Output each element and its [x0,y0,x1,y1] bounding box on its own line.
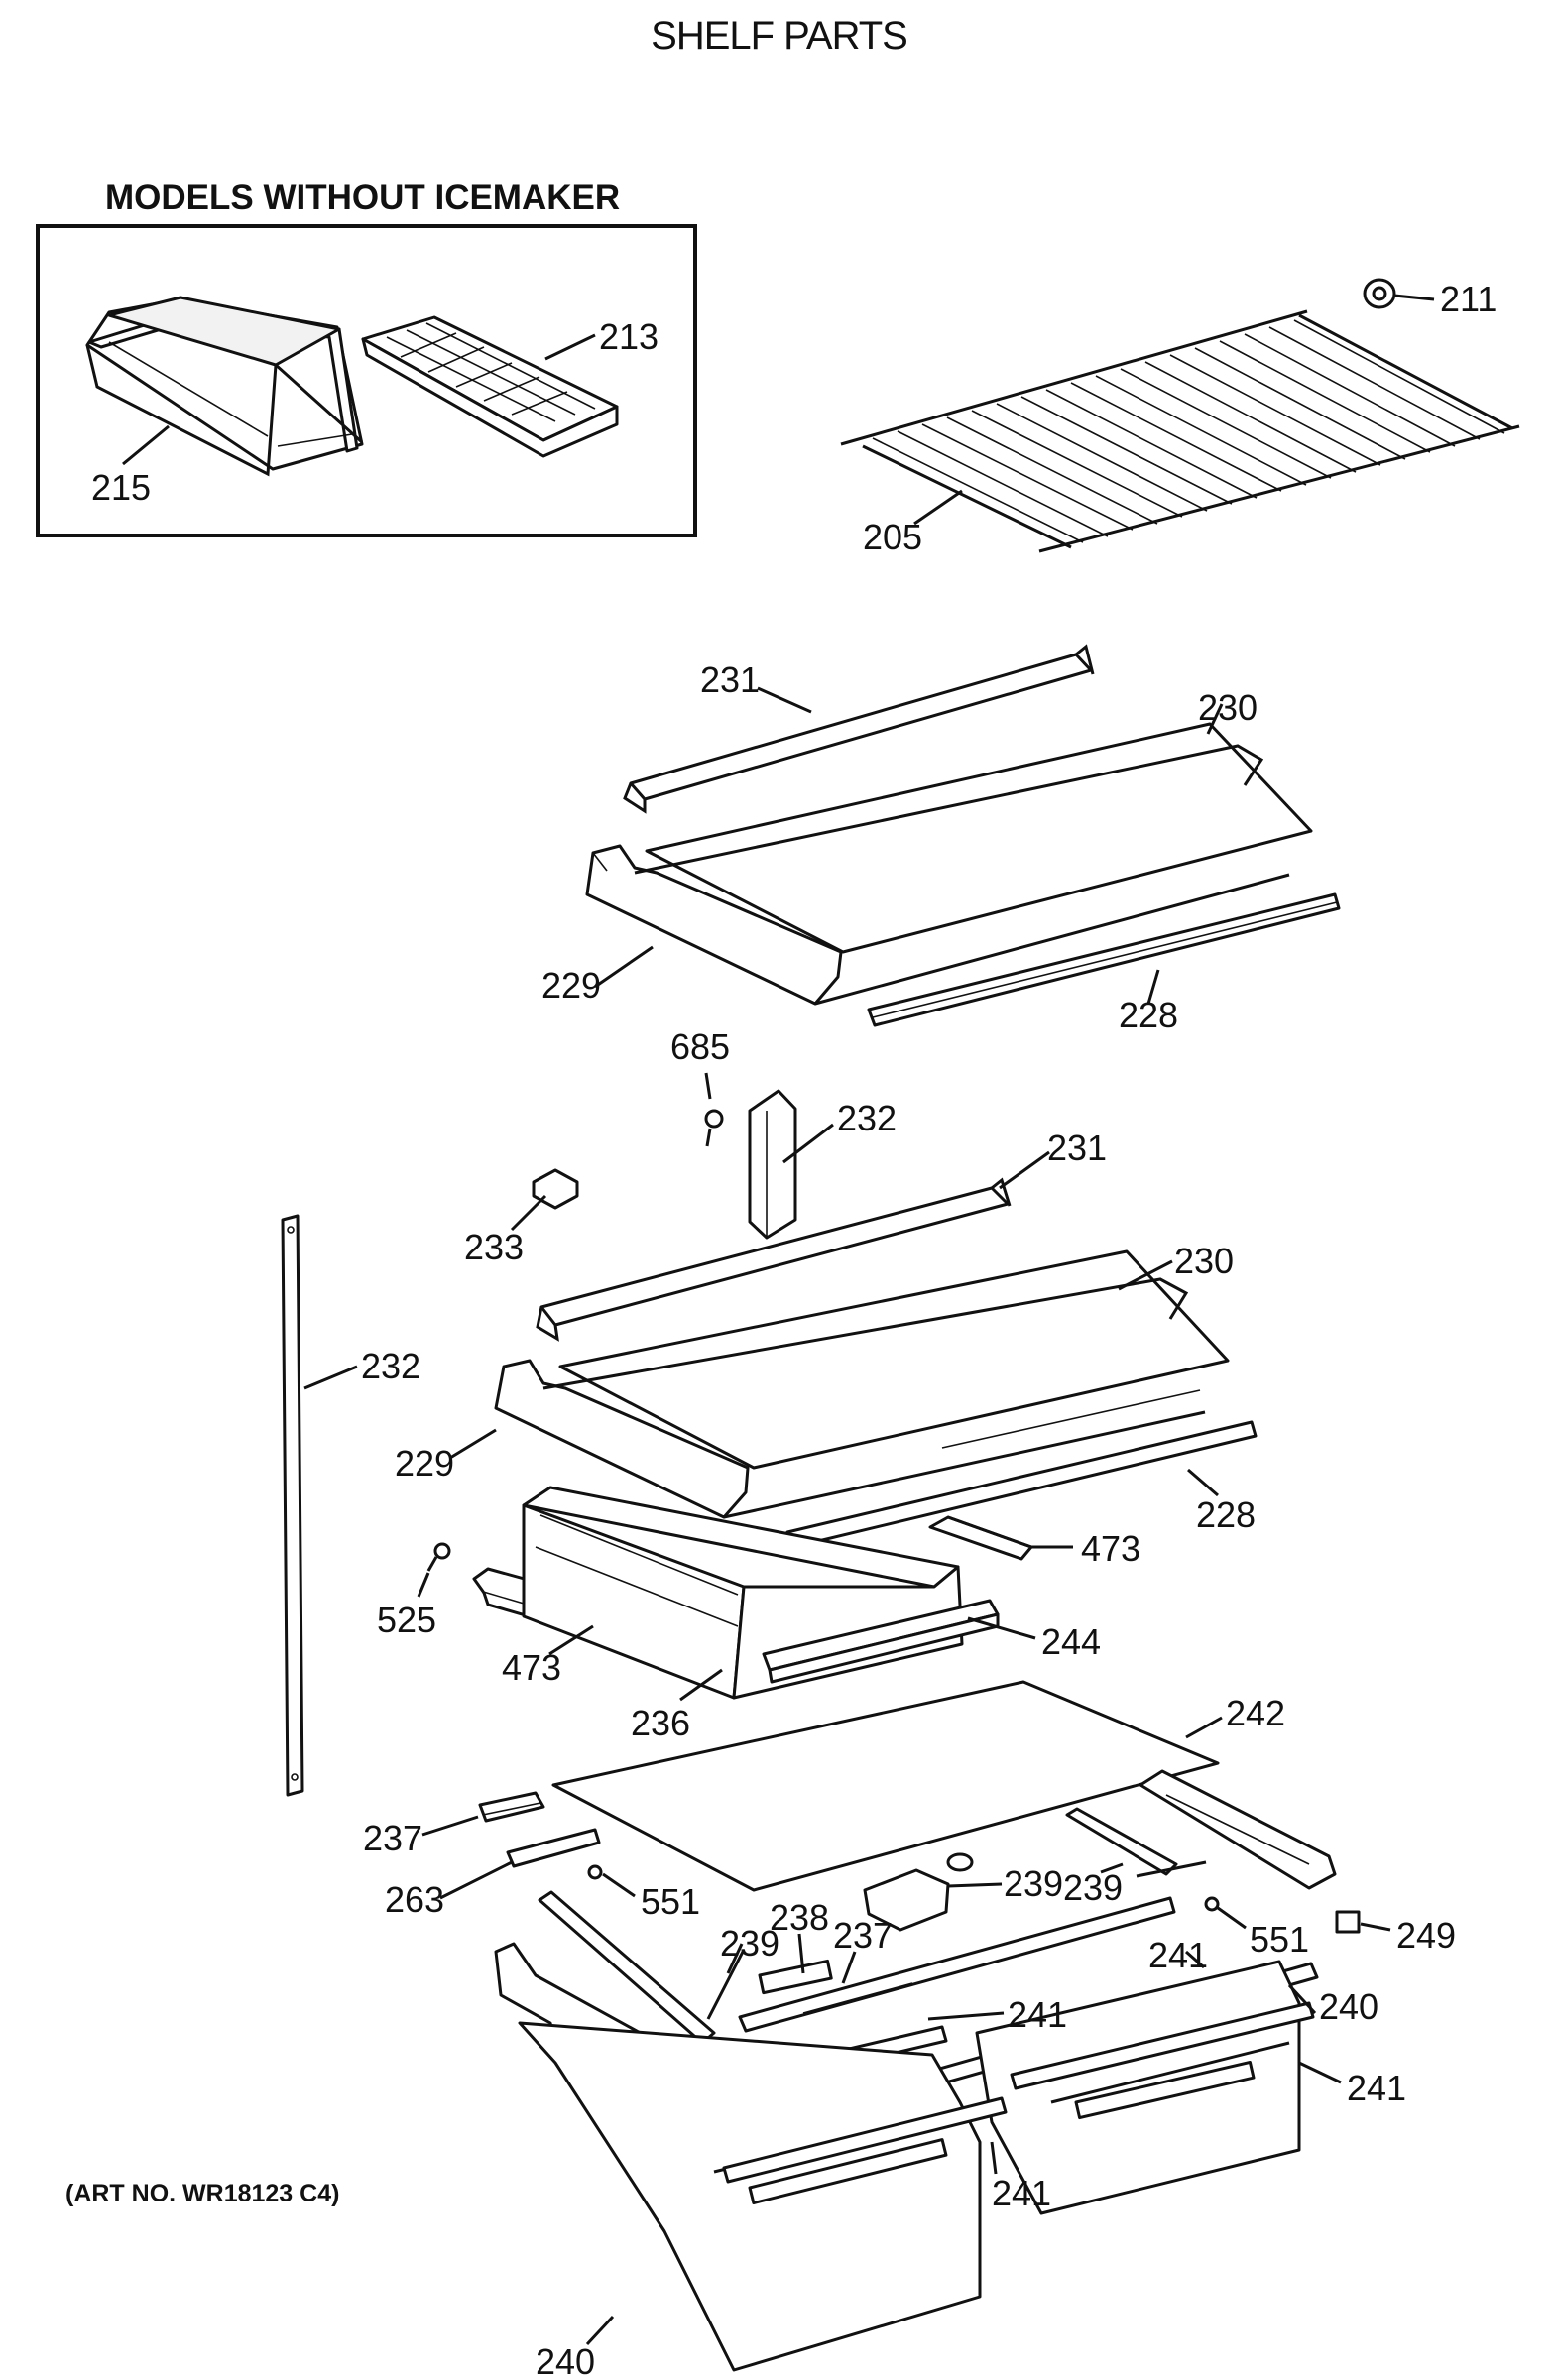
callout-237-front: 237 [833,1915,893,1956]
part-239-bracket [863,1852,974,1932]
leader-lines [122,294,1435,2346]
callout-228-middle: 228 [1196,1494,1256,1535]
callout-241-middle: 241 [1008,1994,1067,2035]
part-249-clip [1335,1910,1361,1934]
callout-685: 685 [670,1026,730,1067]
callout-205: 205 [863,517,922,557]
part-685-screw [704,1109,724,1147]
callout-213: 213 [599,316,659,357]
art-number: (ART NO. WR18123 C4) [65,2180,340,2207]
part-240-drawer-right [975,1960,1315,2215]
callout-231-upper: 231 [700,659,760,700]
part-244-trim [762,1599,1000,1684]
callout-241-lower: 241 [992,2173,1051,2213]
callout-242: 242 [1226,1693,1285,1733]
part-232-rail-short [748,1089,797,1240]
callout-239-left: 239 [720,1923,779,1964]
callout-233: 233 [464,1227,524,1267]
part-237-support-front [738,1896,1176,2033]
part-228-rear-rail-upper [867,892,1341,1027]
part-239-rail-left [538,1890,716,2045]
part-239-strip [1065,1807,1178,1876]
callout-241-upper: 241 [1148,1935,1208,1975]
part-229-shelf-frame-upper [585,744,1290,1006]
callout-551-left: 551 [641,1881,700,1922]
part-242-glass [551,1680,1220,1892]
part-231-front-trim-upper [623,644,1095,814]
part-525-screw [426,1542,451,1572]
part-205-wire-shelf [840,309,1520,553]
callout-263: 263 [385,1879,444,1920]
part-229-shelf-frame-middle [494,1277,1206,1519]
page-title: SHELF PARTS [651,14,908,58]
callout-230-middle: 230 [1174,1241,1234,1281]
callout-240-right: 240 [1319,1986,1378,2027]
callout-211: 211 [1440,279,1497,319]
part-240-drawer-left [518,2021,1008,2372]
part-232-rail-long [281,1214,304,1797]
callout-249: 249 [1396,1915,1456,1956]
callout-551-right: 551 [1250,1919,1309,1960]
callout-239-right: 239 [1063,1867,1123,1908]
part-215-bin [85,296,364,477]
callout-229-upper: 229 [541,965,601,1006]
part-230-glass-middle [558,1250,1230,1470]
callout-229-middle: 229 [395,1443,454,1484]
inset-title: MODELS WITHOUT ICEMAKER [105,178,621,217]
callout-240-left: 240 [536,2341,595,2380]
callout-236: 236 [631,1703,690,1743]
callout-244: 244 [1041,1621,1101,1662]
part-frame-right [1139,1769,1337,1890]
callout-228-upper: 228 [1119,995,1178,1035]
callout-230-upper: 230 [1198,687,1258,728]
callout-239-center: 239 [1004,1863,1063,1904]
callout-473-right: 473 [1081,1528,1140,1569]
callout-215: 215 [91,467,151,508]
callout-241-right: 241 [1347,2068,1406,2108]
callout-232-long: 232 [361,1346,420,1386]
part-473-slide-right [928,1515,1033,1561]
part-230-glass-upper [645,722,1313,954]
callout-525: 525 [377,1600,436,1640]
part-551-screw-right [1204,1896,1220,1912]
part-237-support-left [478,1791,545,1823]
part-211-bumper [1363,278,1396,309]
part-213-ice-tray [361,315,619,458]
callout-238: 238 [770,1897,829,1938]
callout-237-left: 237 [363,1818,422,1858]
callout-232-short: 232 [837,1098,897,1138]
inset-box [36,224,697,537]
part-238-clip [758,1959,833,1995]
callout-473-left: 473 [502,1647,561,1688]
part-263-rail [506,1828,601,1868]
part-231-front-trim-middle [536,1177,1012,1342]
callout-labels: 215 213 211 205 231 230 229 228 685 232 … [91,279,1497,2380]
part-551-screw-left [587,1864,603,1880]
callout-231-middle: 231 [1047,1128,1107,1168]
